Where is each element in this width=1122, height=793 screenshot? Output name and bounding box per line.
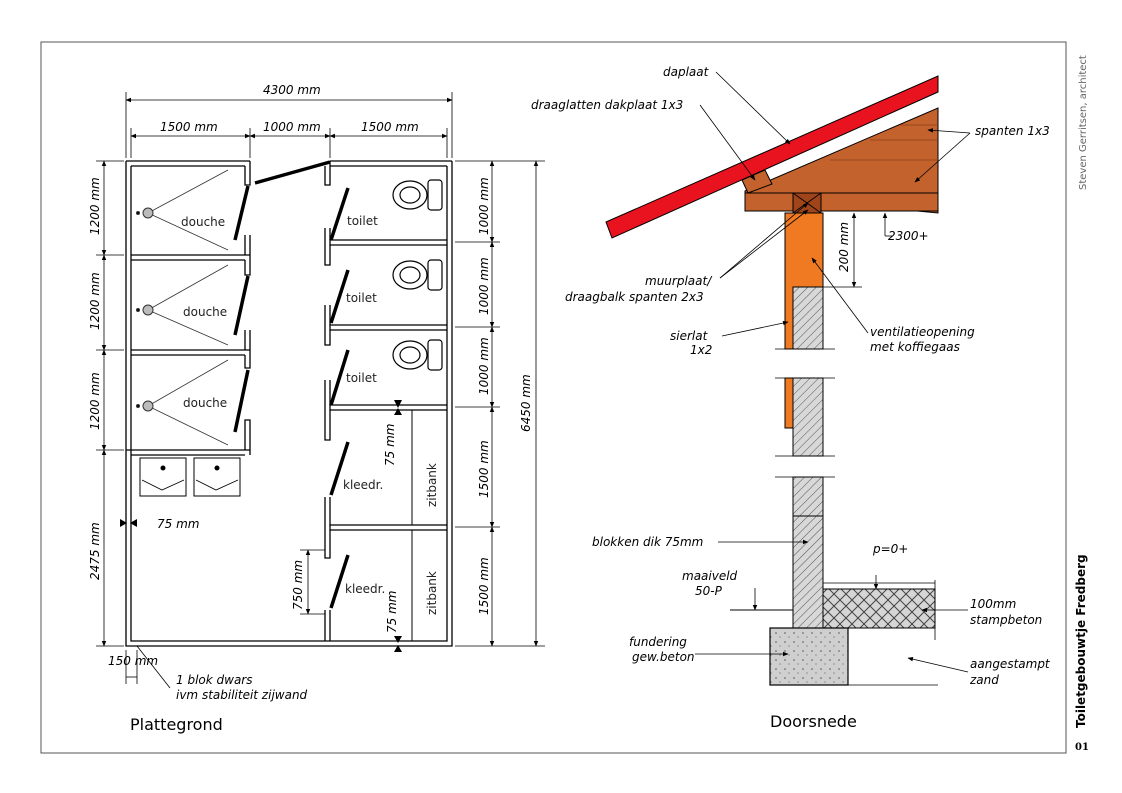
label-vent-2: met koffiegaas xyxy=(870,340,960,354)
room-toilet-3: toilet xyxy=(346,371,377,385)
roof-batten xyxy=(741,169,773,194)
dim-right-4: 1500 mm xyxy=(477,440,491,498)
room-kleedr-2: kleedr. xyxy=(345,582,385,596)
dim-right-3: 1000 mm xyxy=(477,337,491,395)
label-muurplaat-1: muurplaat/ xyxy=(645,274,713,288)
dim-total-depth: 6450 mm xyxy=(519,374,533,432)
washbasin xyxy=(193,457,241,497)
label-fundering-2: gew.beton xyxy=(632,650,695,664)
floor-plan: 4300 mm 1500 mm 1000 mm 1500 mm 1200 mm … xyxy=(88,83,545,734)
room-douche-3: douche xyxy=(183,396,227,410)
washbasins xyxy=(139,457,241,497)
room-douche-1: douche xyxy=(181,215,225,229)
label-vent-1: ventilatieopening xyxy=(870,325,975,339)
room-toilet-1: toilet xyxy=(347,214,378,228)
room-toilet-2: toilet xyxy=(346,291,377,305)
sheet-number: 01 xyxy=(1075,742,1089,753)
floor-slab xyxy=(822,588,936,629)
section-dimensions xyxy=(752,212,892,611)
dim-right-1: 1000 mm xyxy=(477,177,491,235)
block-wall-top xyxy=(792,286,824,350)
ceiling-joist xyxy=(744,192,939,212)
plan-title: Plattegrond xyxy=(130,715,223,734)
label-200mm: 200 mm xyxy=(837,222,851,272)
door-markers xyxy=(120,400,402,652)
section-labels: daplaat draaglatten dakplaat 1x3 spanten… xyxy=(531,65,1051,687)
sheet-border xyxy=(40,41,1067,754)
cabin-partitions xyxy=(324,228,447,641)
section: daplaat draaglatten dakplaat 1x3 spanten… xyxy=(531,65,1051,731)
room-kleedr-1: kleedr. xyxy=(343,478,383,492)
label-blokken: blokken dik 75mm xyxy=(592,535,703,549)
post-lower xyxy=(784,377,794,429)
dim-left-1: 1200 mm xyxy=(88,177,102,235)
dim-total-width: 4300 mm xyxy=(263,83,321,97)
foundation xyxy=(769,627,849,686)
label-daplaat: daplaat xyxy=(663,65,710,79)
label-muurplaat-2: draagbalk spanten 2x3 xyxy=(565,290,704,304)
toilet-icon xyxy=(392,179,443,211)
dim-right-2: 1000 mm xyxy=(477,257,491,315)
label-height: 2300+ xyxy=(888,229,929,243)
dim-750: 750 mm xyxy=(291,560,305,610)
bench-zitbank-2: zitbank xyxy=(425,571,439,615)
label-zand-2: zand xyxy=(969,673,999,687)
block-wall-low xyxy=(792,476,824,517)
label-beton-2: stampbeton xyxy=(970,613,1042,627)
shower-partitions xyxy=(126,161,251,456)
section-leaders xyxy=(695,71,971,673)
plan-outer-walls xyxy=(125,160,453,647)
dim-left-2: 1200 mm xyxy=(88,272,102,330)
toilet-icon xyxy=(392,259,443,291)
bench-zitbank-1: zitbank xyxy=(425,463,439,507)
project-title: Toiletgebouwtje Fredberg xyxy=(1074,554,1088,728)
dim-wall-thickness: 75 mm xyxy=(157,517,199,531)
label-zand-1: aangestampt xyxy=(970,657,1051,671)
entrance-door xyxy=(254,160,331,185)
label-fundering-1: fundering xyxy=(629,635,687,649)
label-draaglatten: draaglatten dakplaat 1x3 xyxy=(531,98,683,112)
note-line-2: ivm stabiliteit zijwand xyxy=(176,688,308,702)
toilet-fixtures xyxy=(392,179,443,371)
block-wall-mid xyxy=(792,377,824,457)
room-douche-2: douche xyxy=(183,305,227,319)
label-maaiveld-1: maaiveld xyxy=(682,569,738,583)
note-line-1: 1 blok dwars xyxy=(176,673,252,687)
dim-width-3: 1500 mm xyxy=(361,120,419,134)
label-maaiveld-2: 50-P xyxy=(695,584,723,598)
room-labels: douche douche douche toilet toilet toile… xyxy=(181,214,439,615)
block-wall-base xyxy=(792,515,824,629)
dim-pier: 150 mm xyxy=(108,654,158,668)
drain-icon xyxy=(142,304,154,316)
label-floor-level: p=0+ xyxy=(872,542,908,556)
section-title: Doorsnede xyxy=(770,712,857,731)
plan-dimensions xyxy=(96,92,545,689)
dim-width-1: 1500 mm xyxy=(160,120,218,134)
shower-drains xyxy=(136,207,154,412)
dim-right-5: 1500 mm xyxy=(477,557,491,615)
drain-icon xyxy=(142,400,154,412)
title-block: Steven Gerritsen, architect Toiletgebouw… xyxy=(1074,55,1089,753)
dim-width-2: 1000 mm xyxy=(263,120,321,134)
label-spanten: spanten 1x3 xyxy=(975,124,1050,138)
label-beton-1: 100mm xyxy=(970,597,1016,611)
shower-doors xyxy=(233,185,250,433)
roof-sheet xyxy=(605,75,939,239)
drain-icon xyxy=(142,207,154,219)
dim-left-3: 1200 mm xyxy=(88,372,102,430)
dim-left-4: 2475 mm xyxy=(88,522,102,580)
shower-floor-slopes xyxy=(147,169,229,446)
plan-dimension-labels: 4300 mm 1500 mm 1000 mm 1500 mm 1200 mm … xyxy=(88,83,533,668)
label-sierlat-2: 1x2 xyxy=(690,343,712,357)
washbasin xyxy=(139,457,187,497)
plan-note: 1 blok dwars ivm stabiliteit zijwand xyxy=(176,673,308,702)
dim-door-gap-1: 75 mm xyxy=(383,424,397,466)
toilet-icon xyxy=(392,339,443,371)
dim-door-gap-2: 75 mm xyxy=(385,591,399,633)
author-credit: Steven Gerritsen, architect xyxy=(1078,55,1089,190)
cabin-doors xyxy=(329,187,350,609)
label-sierlat-1: sierlat xyxy=(670,329,709,343)
